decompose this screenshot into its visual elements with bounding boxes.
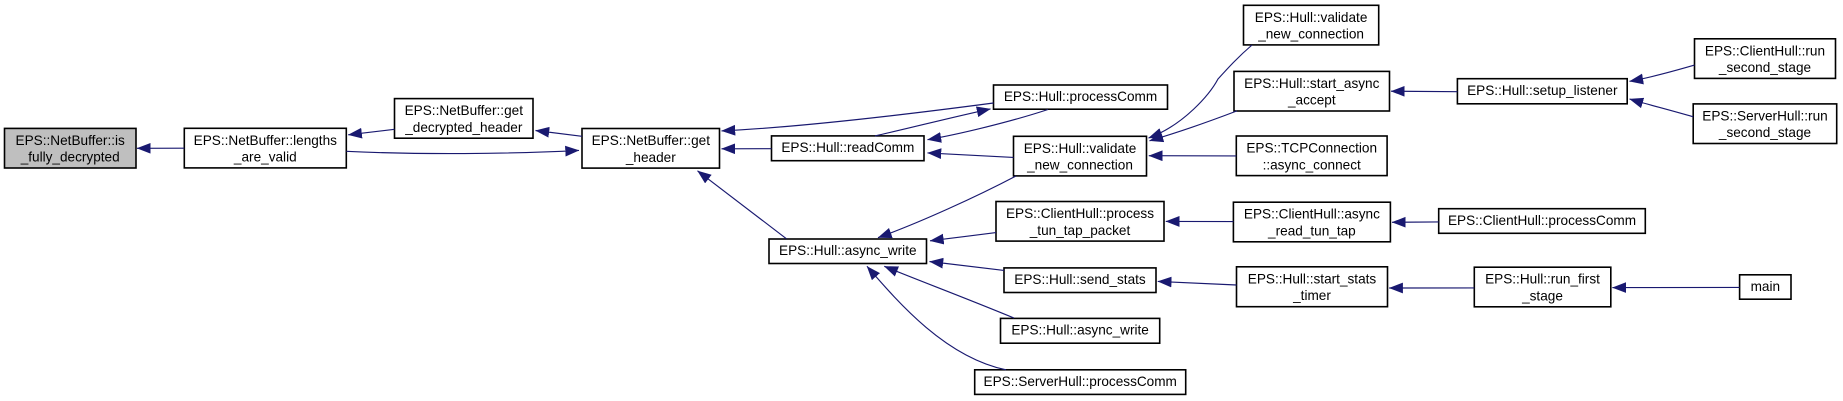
svg-text:_are_valid: _are_valid <box>233 150 297 165</box>
svg-text:EPS::Hull::async_write: EPS::Hull::async_write <box>1011 323 1149 338</box>
svg-text:EPS::Hull::readComm: EPS::Hull::readComm <box>781 140 914 155</box>
svg-text:EPS::NetBuffer::get: EPS::NetBuffer::get <box>405 103 524 118</box>
svg-text:_header: _header <box>625 150 676 165</box>
svg-text:EPS::NetBuffer::lengths: EPS::NetBuffer::lengths <box>194 133 338 148</box>
svg-text:EPS::NetBuffer::is: EPS::NetBuffer::is <box>16 133 126 148</box>
svg-text:EPS::Hull::validate: EPS::Hull::validate <box>1255 10 1368 25</box>
svg-text:::async_connect: ::async_connect <box>1263 157 1361 172</box>
svg-text:_tun_tap_packet: _tun_tap_packet <box>1029 223 1131 238</box>
svg-text:_decrypted_header: _decrypted_header <box>404 120 523 135</box>
svg-text:_stage: _stage <box>1521 289 1563 304</box>
svg-text:_new_connection: _new_connection <box>1257 27 1364 42</box>
svg-text:EPS::NetBuffer::get: EPS::NetBuffer::get <box>592 133 711 148</box>
svg-text:EPS::ClientHull::run: EPS::ClientHull::run <box>1705 43 1825 58</box>
svg-text:EPS::TCPConnection: EPS::TCPConnection <box>1246 141 1377 156</box>
svg-text:EPS::ClientHull::async: EPS::ClientHull::async <box>1244 207 1380 222</box>
svg-text:_new_connection: _new_connection <box>1026 158 1133 173</box>
svg-text:EPS::Hull::send_stats: EPS::Hull::send_stats <box>1014 272 1146 287</box>
svg-text:EPS::ClientHull::process: EPS::ClientHull::process <box>1006 206 1154 221</box>
svg-text:_accept: _accept <box>1287 93 1336 108</box>
svg-text:EPS::Hull::start_async: EPS::Hull::start_async <box>1244 76 1379 91</box>
svg-text:_timer: _timer <box>1292 288 1331 303</box>
svg-text:_second_stage: _second_stage <box>1718 60 1811 75</box>
svg-text:EPS::ServerHull::run: EPS::ServerHull::run <box>1702 108 1827 123</box>
svg-text:EPS::Hull::async_write: EPS::Hull::async_write <box>779 243 917 258</box>
svg-text:EPS::Hull::processComm: EPS::Hull::processComm <box>1004 89 1157 104</box>
svg-text:_read_tun_tap: _read_tun_tap <box>1267 224 1356 239</box>
svg-text:EPS::ServerHull::processComm: EPS::ServerHull::processComm <box>984 374 1177 389</box>
svg-text:EPS::Hull::start_stats: EPS::Hull::start_stats <box>1248 271 1377 286</box>
svg-text:EPS::ClientHull::processComm: EPS::ClientHull::processComm <box>1448 213 1636 228</box>
svg-text:_fully_decrypted: _fully_decrypted <box>20 150 120 165</box>
svg-text:EPS::Hull::validate: EPS::Hull::validate <box>1024 141 1137 156</box>
svg-text:EPS::Hull::setup_listener: EPS::Hull::setup_listener <box>1467 83 1618 98</box>
svg-text:main: main <box>1751 279 1780 294</box>
svg-text:_second_stage: _second_stage <box>1718 125 1811 140</box>
svg-text:EPS::Hull::run_first: EPS::Hull::run_first <box>1485 272 1600 287</box>
